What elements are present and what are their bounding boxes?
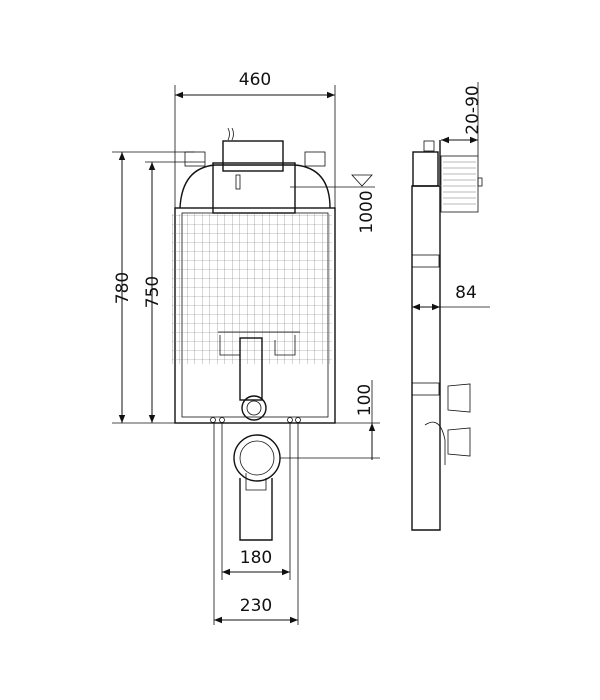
flush-pipe xyxy=(239,337,263,401)
dim-84-label: 84 xyxy=(455,283,477,303)
side-view xyxy=(411,140,483,531)
dim-180-label: 180 xyxy=(240,548,272,568)
dim-780-label: 780 xyxy=(113,272,133,304)
dim-460-label: 460 xyxy=(239,70,271,90)
cistern-valve-box xyxy=(212,162,296,214)
cistern-side xyxy=(440,155,479,213)
insulation-grid xyxy=(172,214,332,364)
mounting-holes xyxy=(210,417,301,423)
dim-100-label: 100 xyxy=(355,384,375,416)
triangle-level-icon xyxy=(351,174,373,187)
drain-outlet xyxy=(233,434,281,482)
dim-750-label: 750 xyxy=(143,276,163,308)
dim-20-90-label: 20-90 xyxy=(463,85,483,134)
front-view xyxy=(172,127,336,625)
dim-230-label: 230 xyxy=(240,596,272,616)
dim-1000-label: 1000 xyxy=(357,190,377,233)
